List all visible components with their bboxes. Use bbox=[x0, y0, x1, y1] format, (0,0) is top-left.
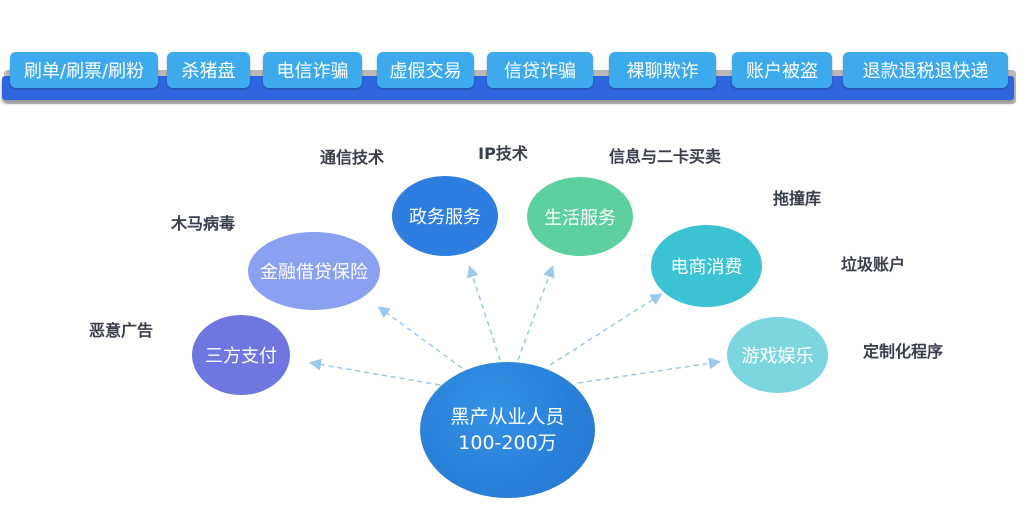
center-title: 黑产从业人员 bbox=[450, 406, 565, 428]
label-telecom-tech: 通信技术 bbox=[319, 148, 385, 167]
label-trojan: 木马病毒 bbox=[170, 214, 236, 233]
tag-item: 虚假交易 bbox=[377, 52, 474, 88]
arrow-finance bbox=[377, 306, 463, 369]
label-info-trade: 信息与二卡买卖 bbox=[608, 147, 722, 166]
tag-item: 账户被盗 bbox=[732, 52, 832, 88]
node-life-services: 生活服务 bbox=[527, 177, 633, 256]
label-credential-stuffing: 拖撞库 bbox=[772, 189, 822, 208]
node-center: 黑产从业人员 100-200万 bbox=[420, 362, 595, 498]
label-malicious-ads: 恶意广告 bbox=[88, 321, 154, 340]
arrow-gov bbox=[467, 265, 501, 361]
arrow-life bbox=[517, 265, 555, 361]
node-gaming: 游戏娱乐 bbox=[727, 317, 828, 393]
tag-item: 信贷诈骗 bbox=[487, 52, 593, 88]
node-third-party-pay: 三方支付 bbox=[192, 315, 290, 395]
label-ip-tech: IP技术 bbox=[478, 144, 528, 163]
label-junk-accounts: 垃圾账户 bbox=[840, 255, 906, 274]
arrow-game bbox=[577, 357, 721, 384]
tag-item: 刷单/刷票/刷粉 bbox=[10, 52, 158, 88]
node-ecommerce: 电商消费 bbox=[651, 225, 762, 307]
tag-item: 杀猪盘 bbox=[167, 52, 250, 88]
tag-item: 电信诈骗 bbox=[263, 52, 362, 88]
arrow-pay bbox=[309, 358, 441, 386]
tag-item: 退款退税退快递 bbox=[843, 52, 1008, 88]
label-custom-programs: 定制化程序 bbox=[862, 342, 944, 361]
center-count: 100-200万 bbox=[458, 432, 557, 454]
arrow-ecom bbox=[549, 293, 663, 366]
node-gov-services: 政务服务 bbox=[392, 176, 498, 256]
node-finance: 金融借贷保险 bbox=[248, 232, 380, 310]
tag-item: 裸聊欺诈 bbox=[609, 52, 716, 88]
